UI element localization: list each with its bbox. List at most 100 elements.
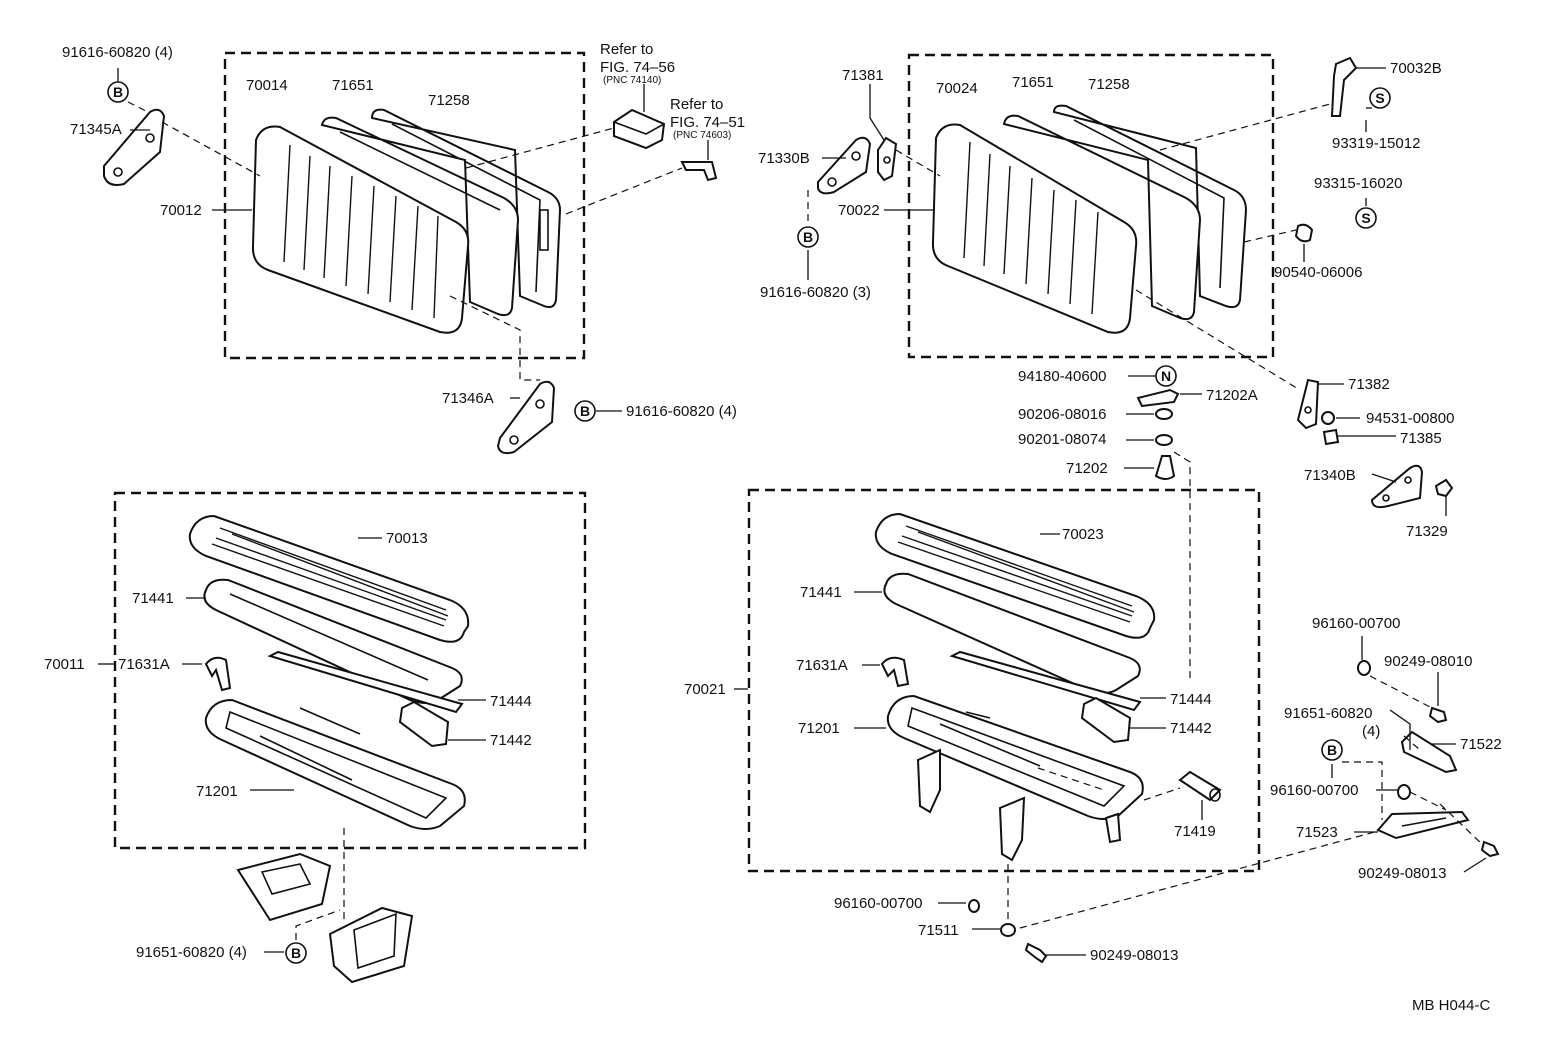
clip-71631A-left (204, 656, 232, 692)
svg-text:B: B (113, 84, 123, 100)
knob-71202 (1154, 455, 1176, 480)
label-qty-4: (4) (1362, 723, 1380, 740)
symbol-b-2: B (574, 400, 596, 422)
label-pnc-74603: (PNC 74603) (673, 130, 731, 141)
label-91616-60820-4-b: 91616-60820 (4) (626, 403, 737, 420)
label-90249-08010: 90249-08010 (1384, 653, 1472, 670)
label-71346A: 71346A (442, 390, 494, 407)
plate-71382 (1296, 378, 1320, 430)
label-71651-b: 71651 (1012, 74, 1054, 91)
label-71385: 71385 (1400, 430, 1442, 447)
washer-94531-00800 (1321, 411, 1335, 425)
label-91651-60820-b: 91651-60820 (1284, 705, 1372, 722)
label-71444-a: 71444 (490, 693, 532, 710)
seatback-cover-70014-left (251, 125, 470, 334)
symbol-s-1: S (1369, 87, 1391, 109)
hinge-bracket-71345A (103, 108, 166, 186)
label-91616-60820-4-a: 91616-60820 (4) (62, 44, 173, 61)
hinge-bracket-71340B (1370, 464, 1424, 509)
strip-71444-right (949, 650, 1142, 712)
clip-96160-00700-b (1357, 660, 1371, 676)
nut-71511 (1000, 923, 1016, 937)
seatback-cover-70024-right (931, 123, 1138, 334)
label-refer-to-a: Refer to (600, 41, 653, 58)
label-90249-08013-b: 90249-08013 (1358, 865, 1446, 882)
label-fig-74-51: FIG. 74–51 (670, 114, 745, 131)
symbol-b-5: B (1321, 739, 1343, 761)
svg-text:B: B (580, 403, 590, 419)
label-70023: 70023 (1062, 526, 1104, 543)
cap-90540-06006 (1294, 223, 1314, 243)
cushion-frame-71201-left (204, 698, 466, 830)
plate-71381 (877, 136, 898, 182)
label-71345A: 71345A (70, 121, 122, 138)
symbol-n-1: N (1155, 365, 1177, 387)
label-71441-a: 71441 (132, 590, 174, 607)
label-70032B: 70032B (1390, 60, 1442, 77)
label-71523: 71523 (1296, 824, 1338, 841)
label-71202A: 71202A (1206, 387, 1258, 404)
label-71330B: 71330B (758, 150, 810, 167)
label-71419: 71419 (1174, 823, 1216, 840)
bolt-90249-08010 (1428, 706, 1448, 724)
label-71202: 71202 (1066, 460, 1108, 477)
svg-text:B: B (291, 945, 301, 961)
label-71511: 71511 (918, 922, 959, 939)
label-90249-08013-a: 90249-08013 (1090, 947, 1178, 964)
cap-71385 (1322, 428, 1340, 446)
bolt-90249-08013-b (1480, 840, 1500, 858)
label-90540-06006: 90540-06006 (1274, 264, 1362, 281)
group-box-rear-seatback-right (907, 53, 1275, 359)
diagram-code: MB H044-C (1412, 997, 1491, 1014)
strip-71444-left (267, 650, 464, 714)
svg-text:S: S (1361, 210, 1370, 226)
cushion-frame-71201-right (886, 694, 1144, 862)
seatback-frame-71258-right (1052, 104, 1248, 309)
label-71340B: 71340B (1304, 467, 1356, 484)
svg-text:S: S (1375, 90, 1384, 106)
label-94180-40600: 94180-40600 (1018, 368, 1106, 385)
label-71631A-a: 71631A (118, 656, 170, 673)
washer-90201-08074 (1155, 434, 1173, 446)
label-71381: 71381 (842, 67, 884, 84)
label-71329: 71329 (1406, 523, 1448, 540)
label-96160-00700-c: 96160-00700 (1270, 782, 1358, 799)
lever-71202A (1136, 388, 1180, 408)
bolt-71329 (1434, 478, 1454, 498)
label-71522: 71522 (1460, 736, 1502, 753)
hinge-bracket-71330B (817, 136, 872, 195)
block-part-fig-74-56 (613, 108, 666, 150)
cushion-cover-70023-right (874, 512, 1156, 639)
group-box-rear-cushion-right (747, 488, 1261, 873)
clip-71631A-right (880, 656, 910, 688)
label-70011: 70011 (44, 656, 85, 673)
svg-text:B: B (803, 229, 813, 245)
label-93315-16020: 93315-16020 (1314, 175, 1402, 192)
washer-90206-08016 (1155, 408, 1173, 420)
symbol-b-3: B (797, 226, 819, 248)
label-91616-60820-3: 91616-60820 (3) (760, 284, 871, 301)
label-90206-08016: 90206-08016 (1018, 406, 1106, 423)
pad-71442-left (398, 700, 450, 748)
label-96160-00700-a: 96160-00700 (834, 895, 922, 912)
bolt-90249-08013-a (1024, 942, 1048, 964)
clip-96160-00700-c (1397, 784, 1411, 800)
label-70024: 70024 (936, 80, 978, 97)
cushion-pad-71441-right (883, 572, 1141, 694)
label-96160-00700-b: 96160-00700 (1312, 615, 1400, 632)
group-box-rear-seatback-left (223, 51, 586, 360)
label-71201-a: 71201 (196, 783, 238, 800)
label-71631A-b: 71631A (796, 657, 848, 674)
label-91651-60820-4-a: 91651-60820 (4) (136, 944, 247, 961)
label-94531-00800: 94531-00800 (1366, 410, 1454, 427)
label-refer-to-b: Refer to (670, 96, 723, 113)
group-box-rear-cushion-left (113, 491, 587, 850)
label-71441-b: 71441 (800, 584, 842, 601)
bracket-71522 (1400, 730, 1458, 774)
pipe-71419 (1178, 770, 1222, 802)
seatback-frame-71258-left (370, 108, 562, 309)
cushion-cover-70013-left (188, 514, 470, 643)
label-70013: 70013 (386, 530, 428, 547)
svg-text:B: B (1327, 742, 1337, 758)
